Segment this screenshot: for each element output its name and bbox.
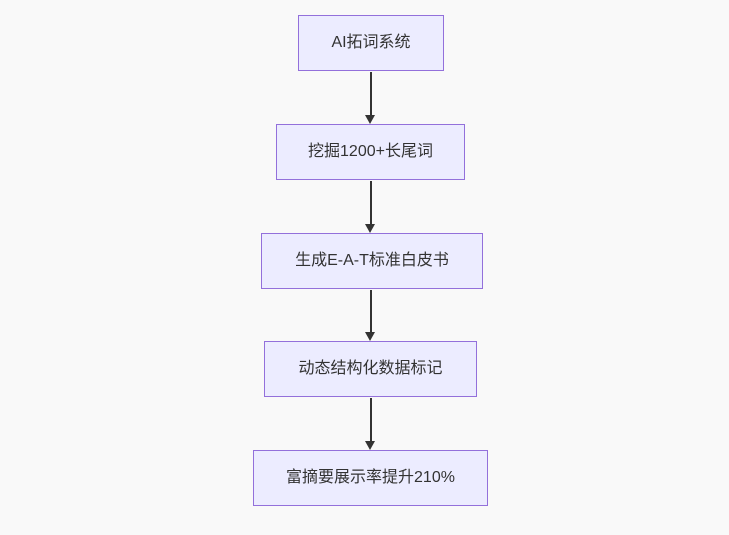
flow-arrow-1 <box>365 72 376 124</box>
arrowhead-down-icon <box>365 441 375 450</box>
flow-arrow-3 <box>365 290 376 341</box>
arrow-line <box>369 398 372 442</box>
node-rich-snippet-rate-result: 富摘要展示率提升210% <box>253 450 488 506</box>
arrow-line <box>369 290 372 333</box>
arrow-line <box>369 72 372 116</box>
node-eat-whitepaper-generation: 生成E-A-T标准白皮书 <box>261 233 483 289</box>
flow-arrow-4 <box>365 398 376 450</box>
arrowhead-down-icon <box>365 115 375 124</box>
arrowhead-down-icon <box>365 332 375 341</box>
flow-arrow-2 <box>365 181 376 233</box>
node-dynamic-structured-data-markup: 动态结构化数据标记 <box>264 341 477 397</box>
node-longtail-keyword-mining: 挖掘1200+长尾词 <box>276 124 465 180</box>
arrow-line <box>369 181 372 225</box>
node-ai-word-expansion-system: AI拓词系统 <box>298 15 444 71</box>
arrowhead-down-icon <box>365 224 375 233</box>
